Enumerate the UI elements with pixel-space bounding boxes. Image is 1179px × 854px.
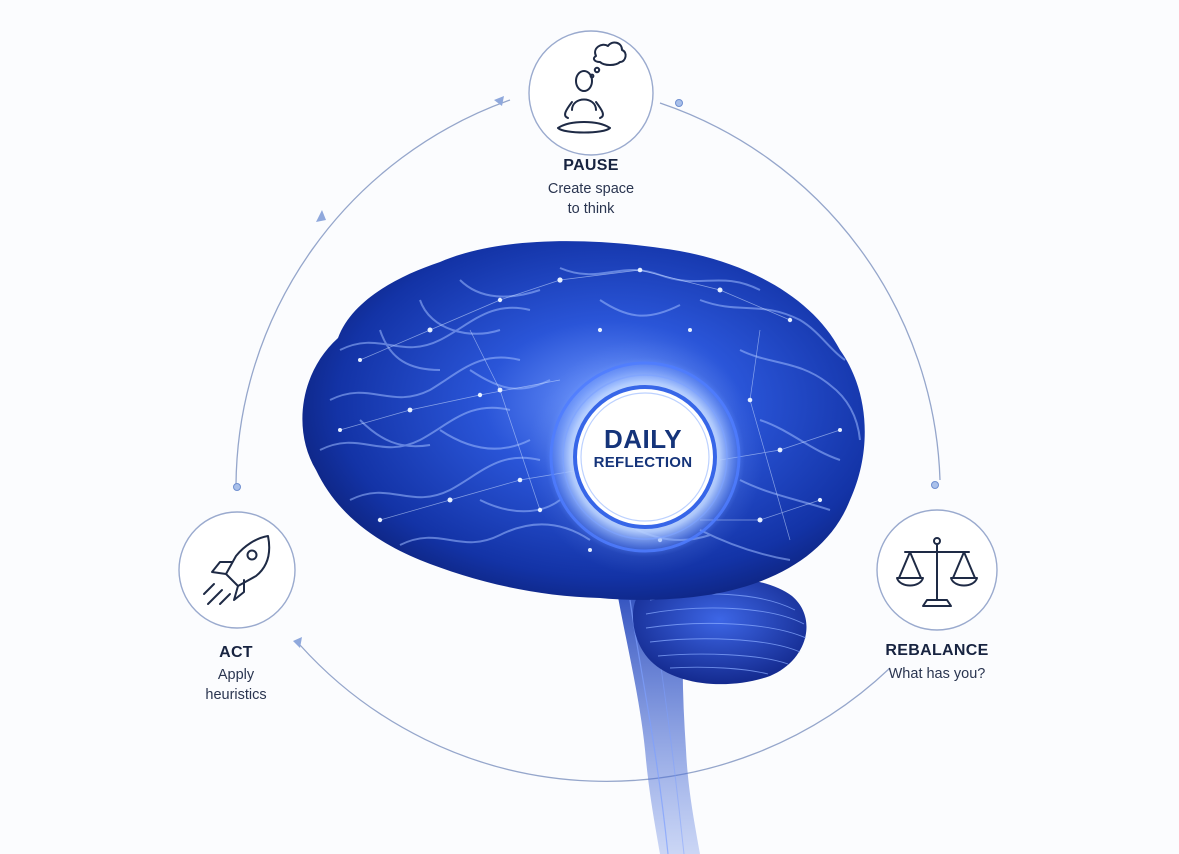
- step-pause-node: [528, 30, 654, 156]
- step-pause-desc-line2: to think: [567, 201, 615, 217]
- center-core: [527, 339, 763, 575]
- step-act-node: [178, 511, 296, 629]
- center-label-line2: REFLECTION: [593, 454, 693, 471]
- center-label-line1: DAILY: [603, 424, 683, 454]
- step-pause-label: PAUSE Create space to think: [511, 157, 671, 219]
- step-pause-title: PAUSE: [563, 157, 619, 174]
- step-rebalance-title: REBALANCE: [885, 642, 989, 659]
- meditation-thought-icon: [557, 41, 627, 134]
- cycle-dot: [931, 481, 939, 489]
- step-act-desc-line1: Apply: [217, 667, 255, 683]
- cycle-ring: [233, 96, 941, 782]
- cycle-dot: [675, 99, 683, 107]
- step-rebalance-node: [876, 509, 998, 631]
- step-act-title: ACT: [219, 644, 253, 661]
- cycle-arc-pause-to-rebalance: [659, 102, 941, 481]
- step-act-label: ACT Apply heuristics: [176, 644, 296, 705]
- step-rebalance-desc-line1: What has you?: [888, 666, 986, 682]
- step-rebalance-label: REBALANCE What has you?: [862, 642, 1012, 684]
- cycle-arc-act-to-pause: [235, 99, 511, 486]
- cycle-arrowhead: [293, 637, 302, 648]
- cycle-arrowhead: [494, 96, 504, 106]
- cycle-dot: [233, 483, 241, 491]
- step-act-desc-line2: heuristics: [205, 687, 267, 703]
- cycle-arc-rebalance-to-act: [299, 644, 891, 782]
- cycle-arrowhead: [316, 210, 326, 222]
- center-label: DAILY REFLECTION: [568, 425, 718, 473]
- balance-scale-icon: [896, 537, 978, 607]
- step-pause-desc-line1: Create space: [547, 181, 635, 197]
- rocket-icon: [203, 535, 271, 605]
